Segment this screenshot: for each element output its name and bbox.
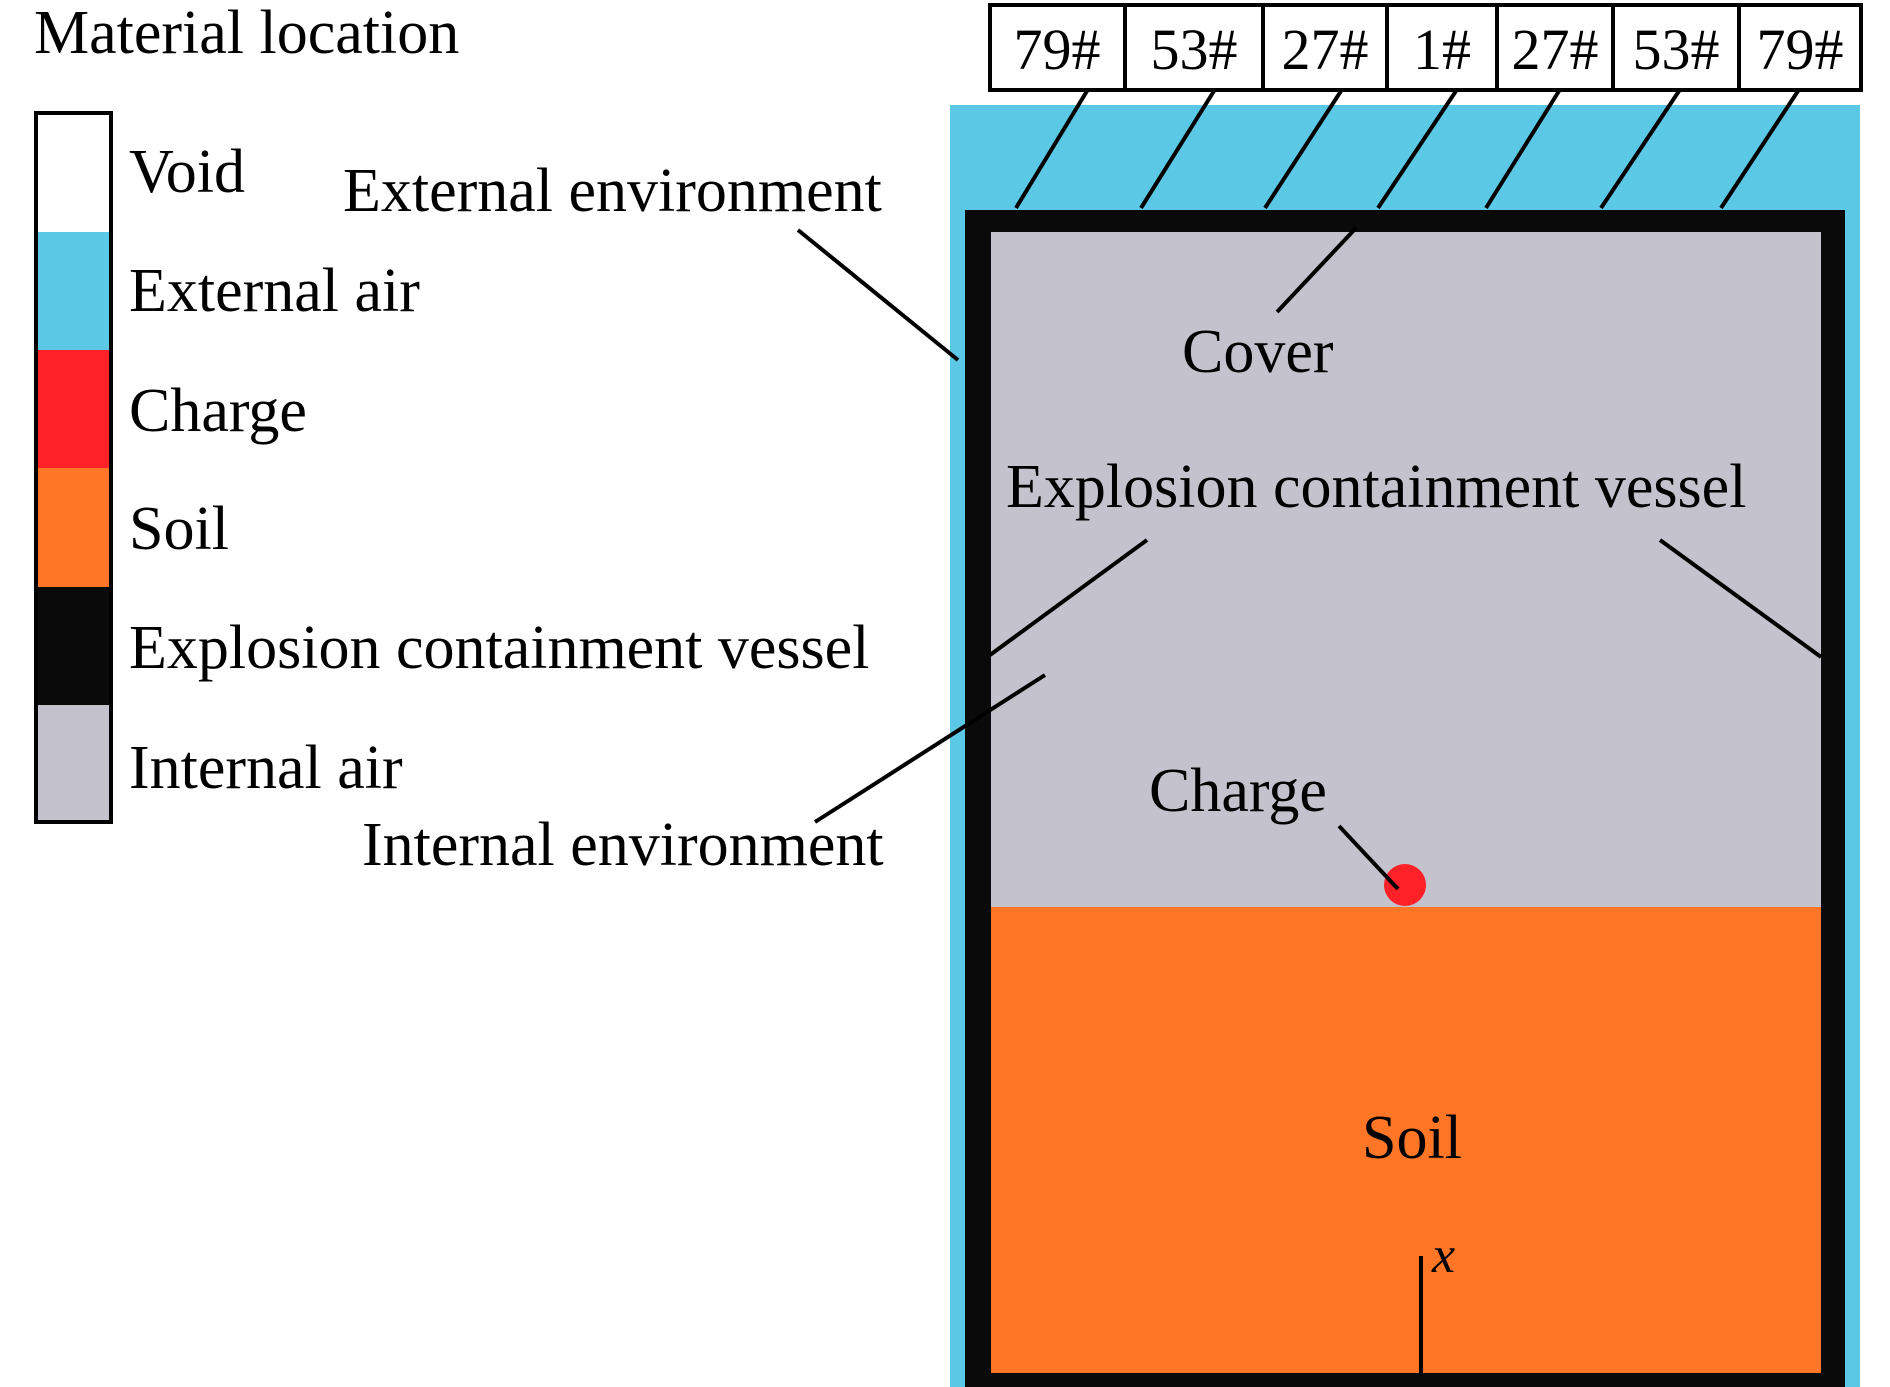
- gauge-leader-line: [1014, 89, 1089, 210]
- leader-charge: [1337, 824, 1400, 891]
- gauge-label: 79#: [1014, 17, 1101, 82]
- gauge-leader-line: [1484, 89, 1561, 210]
- legend-label-soil: Soil: [129, 495, 229, 563]
- legend-swatch-internal-air: [36, 705, 111, 822]
- label-axis-x: x: [1431, 1227, 1455, 1284]
- gauge-leader-lines: [1014, 89, 1800, 210]
- gauge-box: [1261, 3, 1389, 92]
- legend-label-internal-air: Internal air: [129, 734, 403, 802]
- legend-color-bar: [34, 111, 113, 824]
- legend-title: Material location: [34, 0, 459, 67]
- leader-vessel-left: [988, 538, 1149, 657]
- charge-marker: [1384, 864, 1426, 906]
- gauge-label: 79#: [1757, 17, 1844, 82]
- legend-label-external-air: External air: [129, 257, 420, 325]
- internal-air-region: [991, 232, 1821, 910]
- gauge-label: 27#: [1282, 17, 1369, 82]
- gauge-leader-line: [1599, 89, 1681, 210]
- gauge-leader-line: [1376, 89, 1458, 210]
- legend-swatch-soil: [36, 468, 111, 587]
- legend-label-vessel: Explosion containment vessel: [129, 614, 869, 682]
- gauge-box: [1385, 3, 1499, 92]
- gauge-label: 53#: [1151, 17, 1238, 82]
- legend-swatch-external-air: [36, 232, 111, 350]
- gauge-label: 53#: [1633, 17, 1720, 82]
- label-internal-environment: Internal environment: [362, 811, 884, 879]
- legend-swatch-charge: [36, 350, 111, 468]
- label-vessel: Explosion containment vessel: [1006, 453, 1746, 521]
- gauge-box: [1495, 3, 1615, 92]
- label-cover: Cover: [1182, 318, 1334, 386]
- legend-swatch-vessel: [36, 587, 111, 705]
- annotation-leader-lines: [796, 226, 1823, 1376]
- leader-internal-environment: [813, 673, 1047, 824]
- legend-label-charge: Charge: [129, 377, 307, 445]
- legend-bar-border: [34, 111, 113, 824]
- gauge-label: 27#: [1512, 17, 1599, 82]
- gauge-box: [1611, 3, 1741, 92]
- gauge-box: [1737, 3, 1863, 92]
- legend-swatch-void: [36, 113, 111, 232]
- label-charge: Charge: [1149, 757, 1327, 825]
- gauge-leader-line: [1139, 89, 1216, 210]
- label-external-environment: External environment: [343, 157, 882, 225]
- leader-vessel-right: [1658, 538, 1823, 659]
- label-soil: Soil: [1362, 1104, 1462, 1172]
- gauge-leader-line: [1263, 89, 1343, 210]
- gauge-row: 79# 53# 27# 1# 27# 53# 79#: [988, 3, 1863, 92]
- soil-region: [991, 907, 1821, 1373]
- gauge-label: 1#: [1413, 17, 1471, 82]
- leader-cover: [1275, 226, 1358, 314]
- leader-external-environment: [796, 228, 960, 362]
- legend-label-void: Void: [129, 138, 245, 206]
- gauge-leader-line: [1719, 89, 1800, 210]
